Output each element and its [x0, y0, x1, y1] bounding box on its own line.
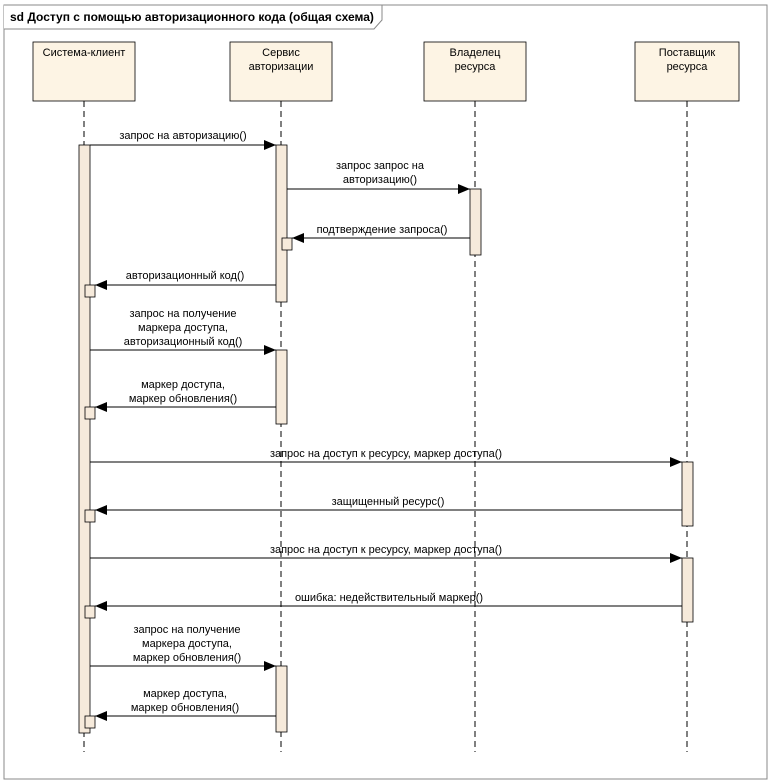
- diagram-frame: sd Доступ с помощью авторизационного код…: [3, 4, 768, 780]
- participant-owner: Владелец ресурса: [423, 41, 527, 102]
- message-label-5-line3: авторизационный код(): [124, 336, 243, 348]
- message-label-12-line2: маркер обновления(): [131, 702, 239, 714]
- message-label-2-line2: авторизацию(): [343, 174, 417, 186]
- exec-box-auth: [281, 237, 293, 251]
- message-label-6-line1: маркер доступа,: [141, 379, 225, 391]
- message-label-3: подтверждение запроса(): [317, 224, 448, 236]
- message-label-5-line2: маркера доступа,: [138, 322, 228, 334]
- activation-provider-2: [681, 557, 694, 623]
- activation-provider-1: [681, 461, 694, 527]
- participant-client-label: Система-клиент: [43, 47, 126, 59]
- activation-client: [78, 144, 91, 734]
- participant-provider-label-line2: ресурса: [667, 61, 709, 73]
- message-label-7: запрос на доступ к ресурсу, маркер досту…: [270, 448, 502, 460]
- message-label-12-line1: маркер доступа,: [143, 688, 227, 700]
- message-label-5-line1: запрос на получение: [129, 308, 236, 320]
- participant-owner-label-line1: Владелец: [450, 47, 502, 59]
- participant-auth-label-line2: авторизации: [249, 61, 314, 73]
- message-label-10: ошибка: недействительный маркер(): [295, 592, 483, 604]
- exec-box-client-3: [84, 509, 96, 523]
- participant-provider: Поставщик ресурса: [634, 41, 740, 102]
- participant-provider-label-line1: Поставщик: [659, 47, 716, 59]
- activation-auth-2: [275, 349, 288, 425]
- participant-client: Система-клиент: [32, 41, 136, 102]
- message-label-11-line1: запрос на получение: [133, 624, 240, 636]
- message-label-6-line2: маркер обновления(): [129, 393, 237, 405]
- message-label-4: авторизационный код(): [126, 270, 245, 282]
- exec-box-client-4: [84, 605, 96, 619]
- message-label-11-line3: маркер обновления(): [133, 652, 241, 664]
- participant-owner-label-line2: ресурса: [455, 61, 497, 73]
- frame-title: sd Доступ с помощью авторизационного код…: [10, 10, 374, 24]
- activation-auth-1: [275, 144, 288, 303]
- message-label-2-line1: запрос запрос на: [336, 160, 425, 172]
- exec-box-client-2: [84, 406, 96, 420]
- exec-box-client-5: [84, 715, 96, 729]
- message-label-8: защищенный ресурс(): [332, 496, 445, 508]
- activation-owner: [469, 188, 482, 256]
- exec-box-client-1: [84, 284, 96, 298]
- participant-auth-label-line1: Сервис: [262, 47, 300, 59]
- participant-auth: Сервис авторизации: [229, 41, 333, 102]
- message-label-9: запрос на доступ к ресурсу, маркер досту…: [270, 544, 502, 556]
- message-label-1: запрос на авторизацию(): [119, 130, 246, 142]
- activation-auth-3: [275, 665, 288, 733]
- message-label-11-line2: маркера доступа,: [142, 638, 232, 650]
